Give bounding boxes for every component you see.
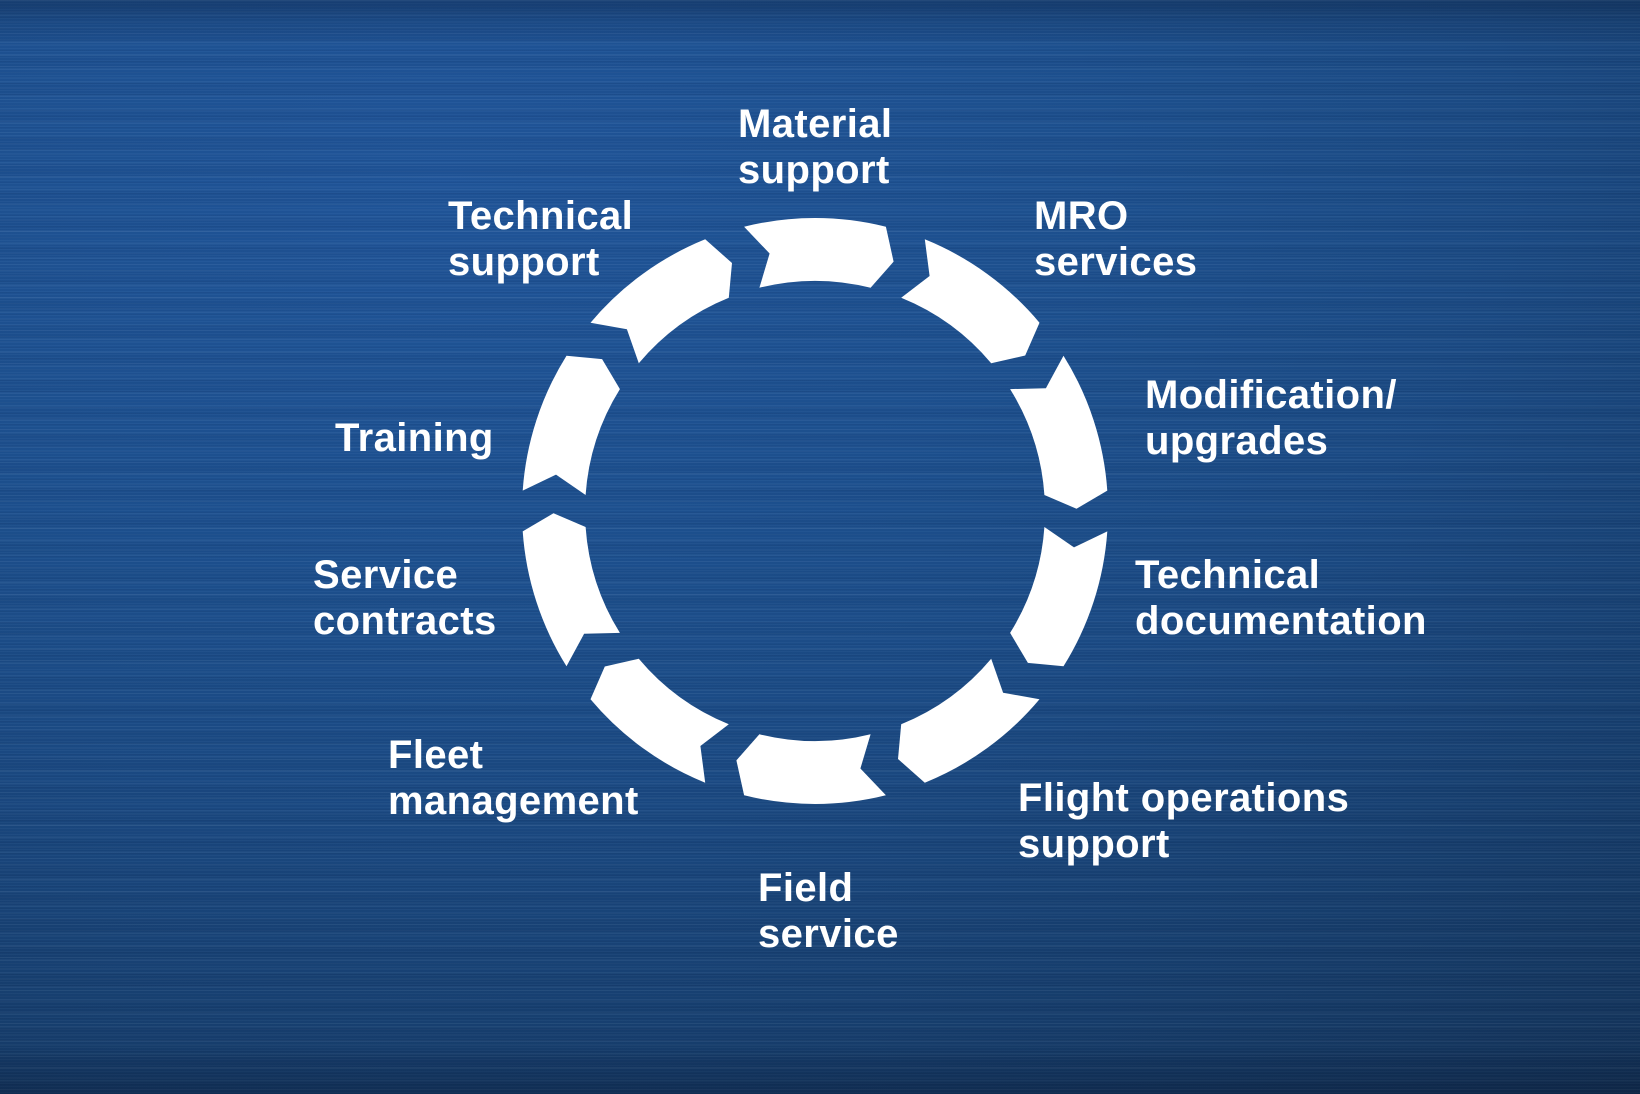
label-training: Training — [335, 416, 494, 460]
label-material-support: Material support — [738, 102, 893, 192]
segment-arrow-flight-operations-support — [898, 658, 1040, 783]
label-flight-operations-support: Flight operations support — [1018, 776, 1350, 866]
segment-arrow-mro-services — [901, 239, 1040, 364]
segment-arrow-training — [522, 355, 620, 495]
segment-arrow-material-support — [744, 217, 894, 288]
segment-arrow-technical-support — [590, 239, 732, 364]
label-service-contracts: Service contracts — [313, 553, 497, 643]
segment-arrow-fleet-management — [590, 658, 729, 783]
segment-arrow-service-contracts — [522, 513, 620, 667]
label-technical-support: Technical support — [448, 194, 634, 284]
label-modification-upgrades: Modification/ upgrades — [1145, 373, 1397, 463]
label-mro-services: MRO services — [1034, 194, 1198, 284]
label-fleet-management: Fleet management — [388, 733, 639, 823]
label-technical-documentation: Technical documentation — [1135, 553, 1427, 643]
segment-arrow-field-service — [736, 734, 886, 805]
segment-arrow-technical-documentation — [1010, 527, 1108, 667]
label-field-service: Field service — [758, 866, 899, 956]
segment-arrow-modification-upgrades — [1010, 355, 1108, 509]
